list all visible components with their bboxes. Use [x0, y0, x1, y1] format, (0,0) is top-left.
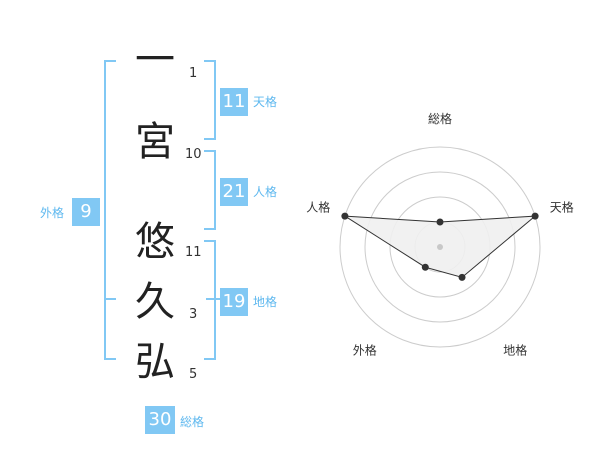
- jinkaku-bracket: [204, 150, 216, 230]
- gaikaku-value: 9: [72, 198, 100, 226]
- stroke-count-3: 11: [185, 245, 202, 260]
- radar-grid-ring-4: [339, 146, 541, 348]
- stroke-count-2: 10: [185, 147, 202, 162]
- soukaku-label: 総格: [180, 415, 205, 429]
- stroke-count-1: 1: [189, 66, 198, 81]
- soukaku-value: 30: [145, 406, 175, 434]
- gaikaku-label: 外格: [40, 206, 65, 220]
- gaikaku-bracket: [104, 60, 116, 360]
- jinkaku-value: 21: [220, 178, 248, 206]
- name-char-2: 宮: [135, 119, 175, 165]
- radar-point-3: [458, 273, 466, 281]
- radar-point-5: [341, 212, 349, 220]
- name-char-4: 久: [135, 279, 175, 325]
- tenkaku-label: 天格: [253, 95, 278, 109]
- tenkaku-value: 11: [220, 88, 248, 116]
- radar-center-dot: [437, 244, 443, 250]
- chikaku-label: 地格: [253, 295, 278, 309]
- gaikaku-bracket-mid-tick: [104, 298, 116, 300]
- chikaku-bracket-connector: [206, 298, 220, 300]
- radar-point-1: [436, 218, 444, 226]
- radar-axis-label-4: 外格: [353, 343, 377, 358]
- radar-grid-ring-3: [364, 171, 516, 323]
- chikaku-bracket: [204, 240, 216, 360]
- stroke-count-5: 5: [189, 367, 198, 382]
- name-char-3: 悠: [135, 219, 175, 265]
- tenkaku-bracket: [204, 60, 216, 140]
- chikaku-value: 19: [220, 288, 248, 316]
- radar-point-2: [531, 212, 539, 220]
- radar-axis-label-2: 天格: [550, 199, 574, 214]
- jinkaku-label: 人格: [253, 185, 278, 199]
- radar-axis-label-1: 総格: [428, 111, 452, 126]
- stroke-count-4: 3: [189, 307, 198, 322]
- name-char-5: 弘: [135, 339, 175, 385]
- radar-point-4: [421, 263, 429, 271]
- name-char-1: 一: [135, 37, 175, 83]
- radar-axis-label-3: 地格: [503, 343, 527, 358]
- radar-axis-label-5: 人格: [306, 199, 330, 214]
